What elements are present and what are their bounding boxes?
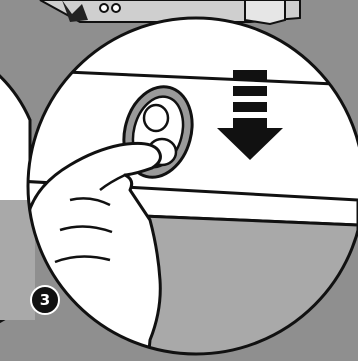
- step-number-badge: [31, 286, 59, 314]
